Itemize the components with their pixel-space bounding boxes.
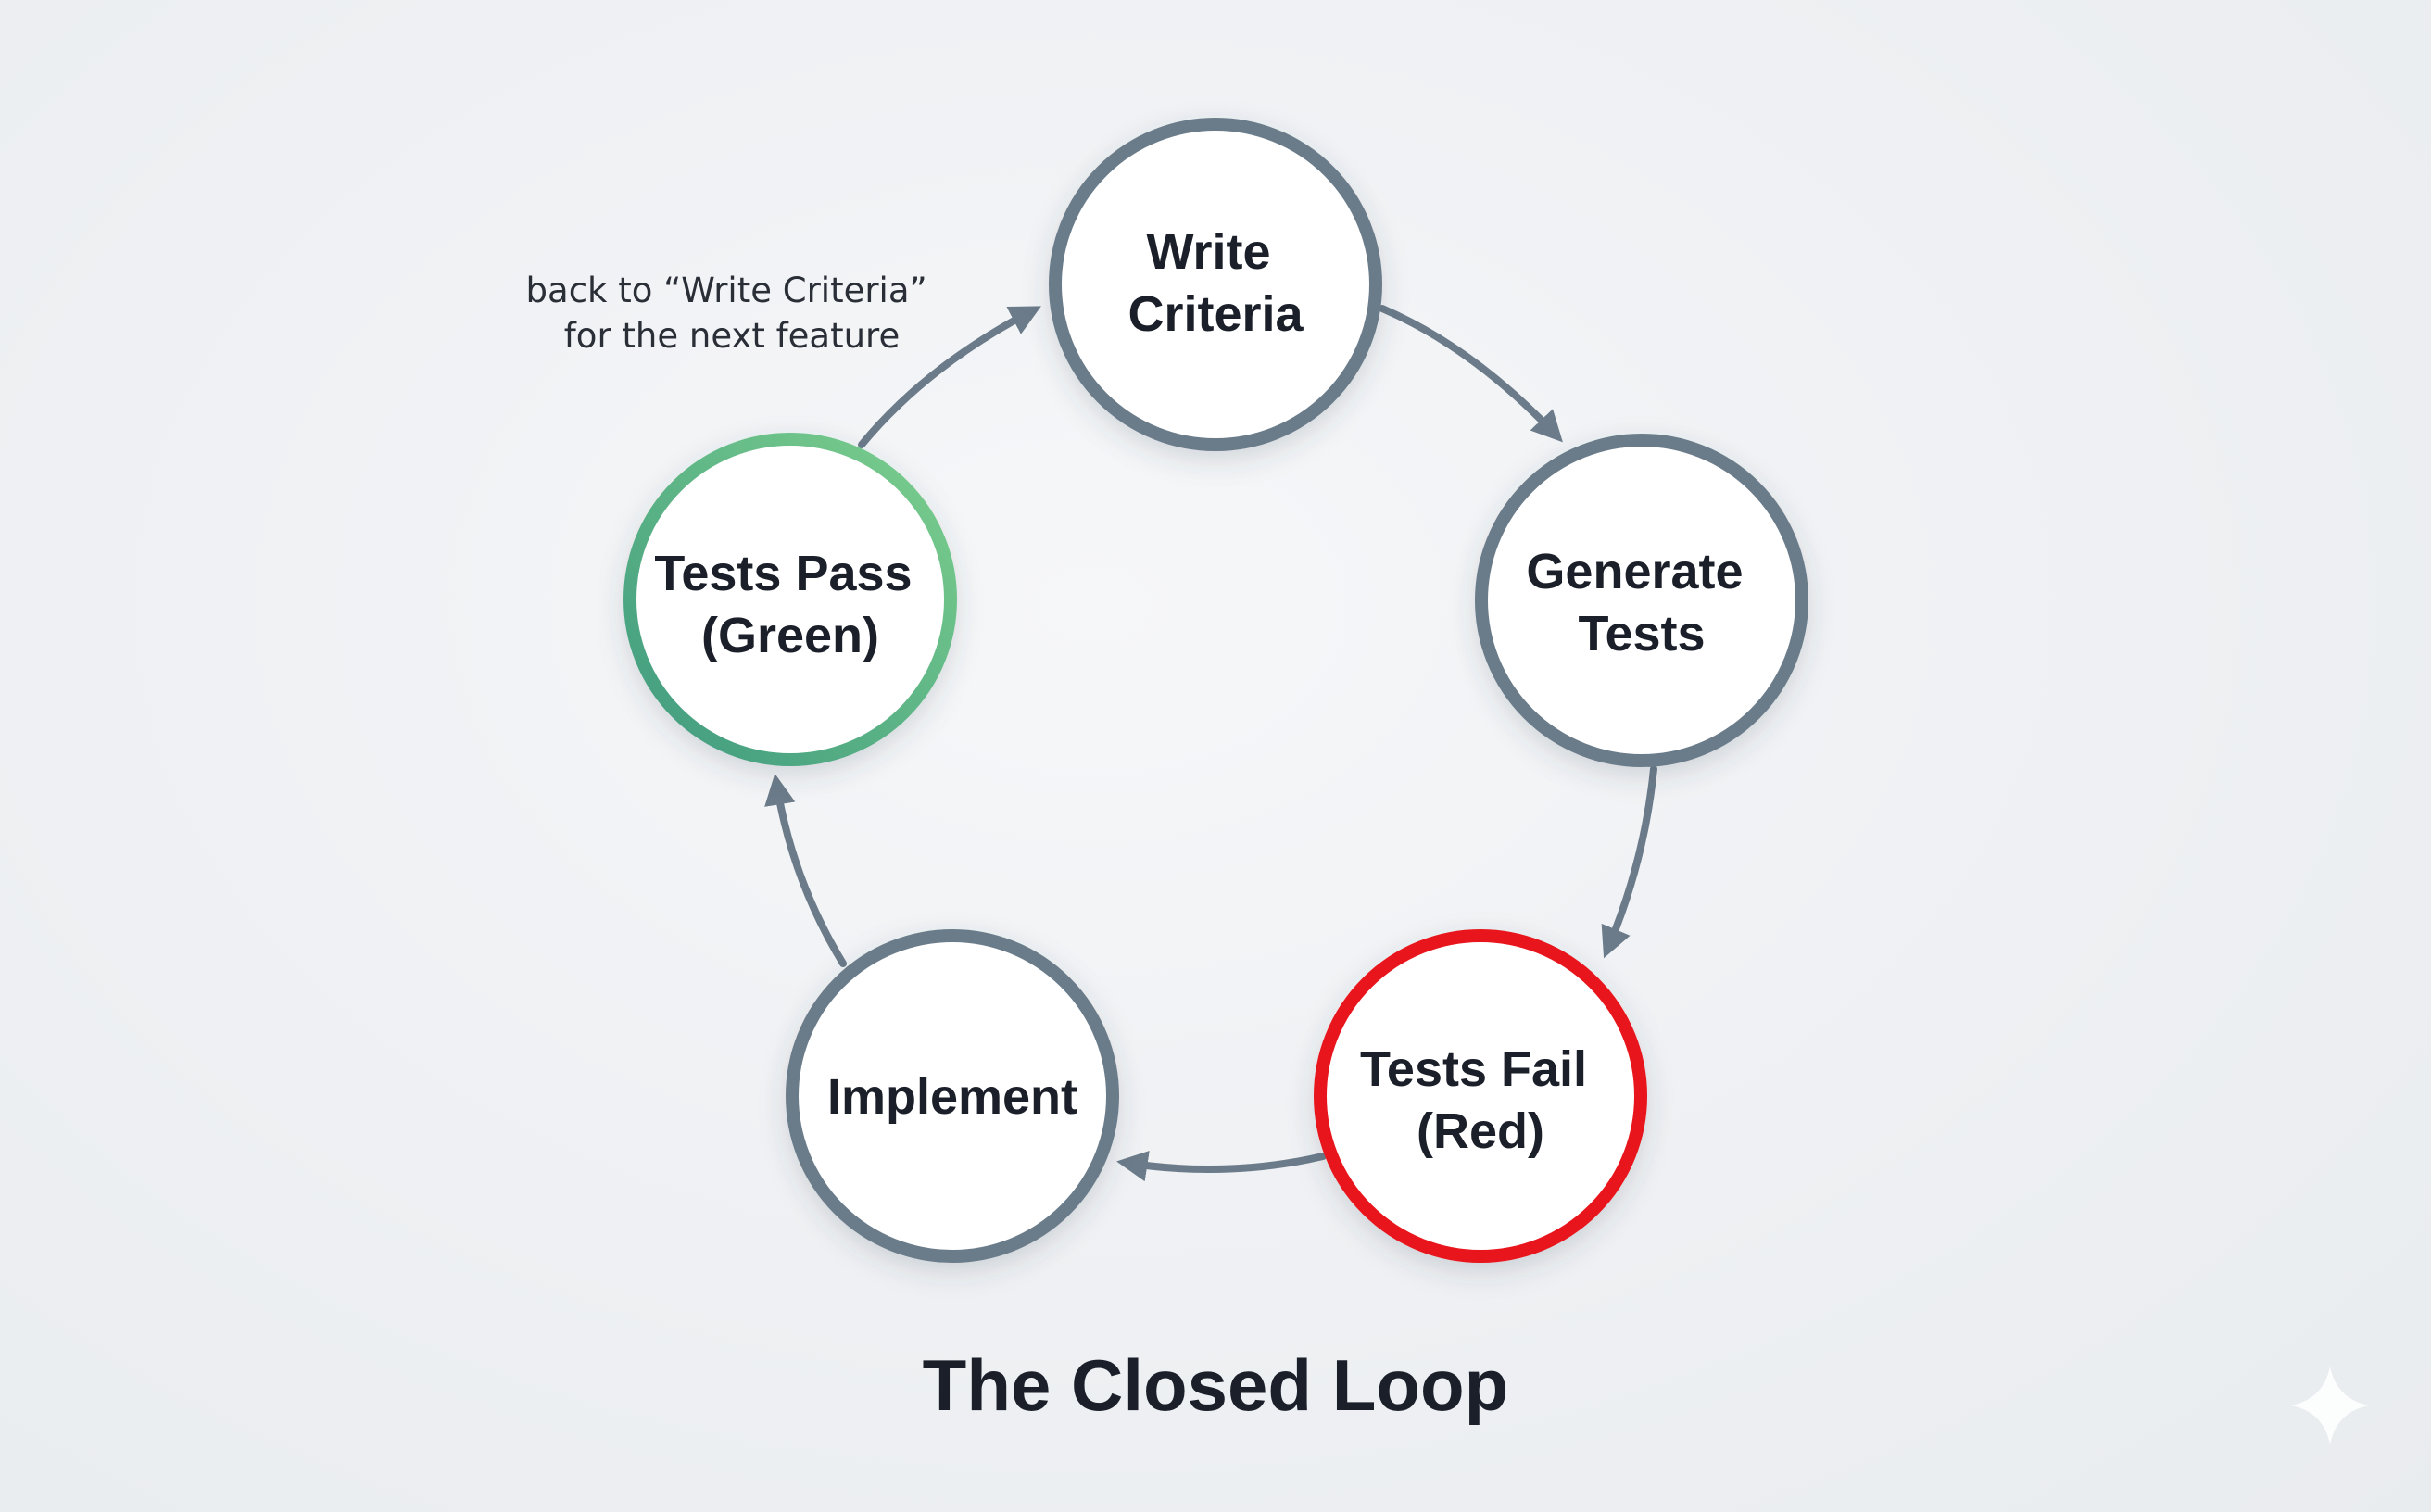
node-ring [623, 433, 957, 766]
node-label-line: Criteria [1127, 286, 1304, 342]
node-write-criteria: Write Criteria [1049, 118, 1382, 451]
node-ring [786, 929, 1119, 1263]
node-ring [1475, 434, 1808, 767]
node-label-line: Tests [1578, 606, 1705, 662]
edges [764, 305, 1657, 1182]
edge-tests-fail-to-implement [1116, 1150, 1327, 1182]
edge-tests-pass-to-write-criteria [858, 306, 1041, 448]
node-label-line: Tests Pass [654, 546, 912, 601]
node-ring [1314, 929, 1647, 1263]
svg-text:Implement: Implement [827, 1069, 1077, 1125]
node-label-line: (Green) [701, 608, 879, 663]
node-label-line: (Red) [1417, 1103, 1544, 1159]
edge-generate-tests-to-tests-fail [1601, 765, 1657, 959]
diagram-title: The Closed Loop [923, 1344, 1509, 1426]
svg-text:Tests Fail (Red): Tests Fail (Red) [1360, 1041, 1601, 1159]
node-label-line: Write [1146, 224, 1270, 280]
node-ring [1049, 118, 1382, 451]
edge-implement-to-tests-pass [764, 774, 847, 967]
node-implement: Implement [786, 929, 1119, 1263]
node-tests-fail: Tests Fail (Red) [1314, 929, 1647, 1263]
sparkle-icon [2291, 1367, 2369, 1444]
node-label-line: Tests Fail [1360, 1041, 1587, 1097]
svg-text:Write Criteria: Write Criteria [1127, 224, 1304, 342]
annotation-line: back to “Write Criteria” [526, 271, 927, 310]
svg-text:Generate Tests: Generate Tests [1526, 544, 1757, 662]
edge-write-criteria-to-generate-tests [1379, 305, 1563, 443]
node-tests-pass: Tests Pass (Green) [623, 433, 957, 766]
svg-text:Tests Pass (Green): Tests Pass (Green) [654, 546, 926, 663]
annotation-line: for the next feature [564, 316, 900, 356]
return-annotation: back to “Write Criteria” for the next fe… [526, 271, 938, 356]
node-label-line: Implement [827, 1069, 1077, 1125]
node-label-line: Generate [1526, 544, 1743, 599]
node-generate-tests: Generate Tests [1475, 434, 1808, 767]
